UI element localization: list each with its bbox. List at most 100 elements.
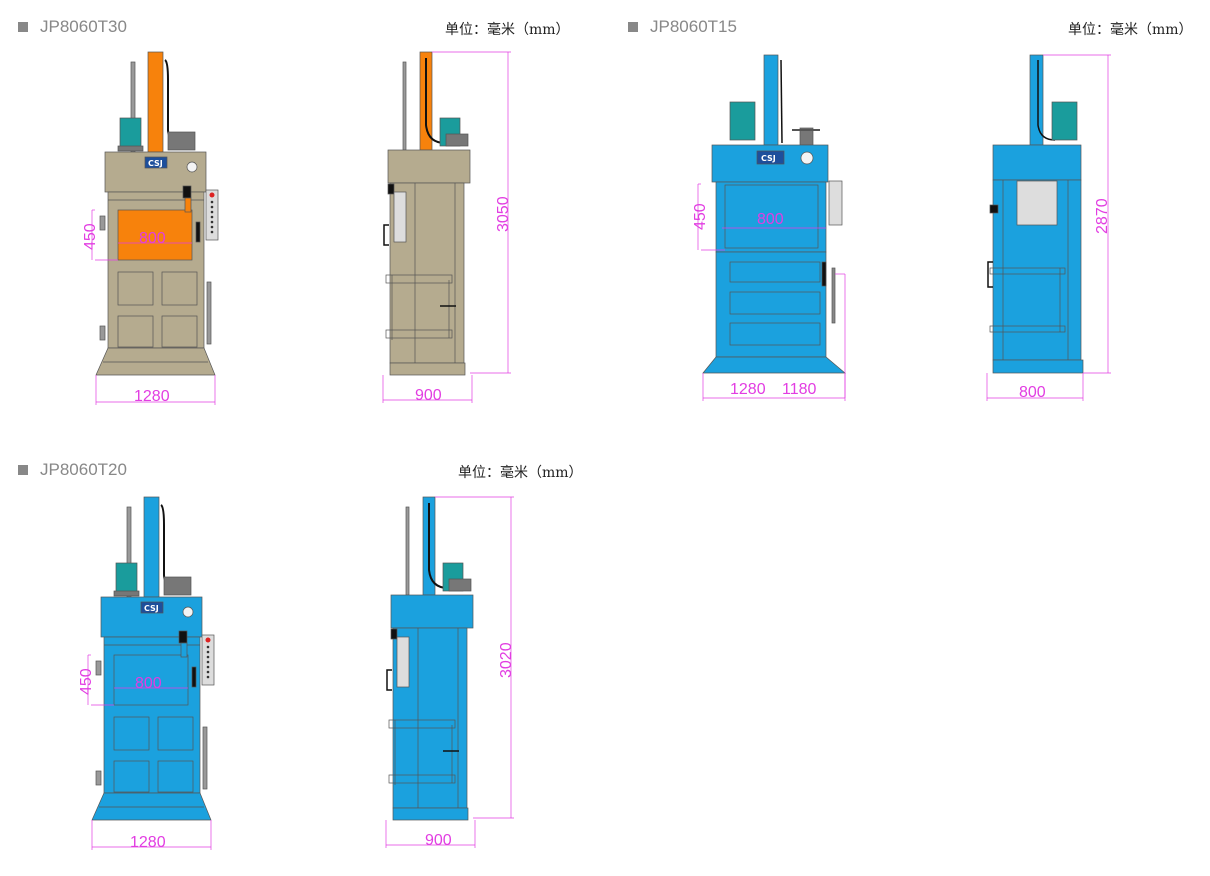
csj-logo-text: CSJ bbox=[761, 154, 776, 163]
door-handle bbox=[386, 669, 392, 691]
panel-button bbox=[206, 645, 210, 649]
model-name: JP8060T30 bbox=[40, 17, 127, 36]
panel bbox=[729, 261, 821, 283]
panel bbox=[113, 716, 150, 751]
handle-slot bbox=[195, 221, 201, 243]
panel-button bbox=[210, 215, 214, 219]
dim-height-side: 3020 bbox=[498, 642, 515, 678]
bullet-square-icon bbox=[628, 22, 638, 32]
door-handle bbox=[987, 261, 993, 288]
latch-block bbox=[182, 185, 192, 199]
panel-button bbox=[210, 205, 214, 209]
pressure-gauge bbox=[186, 161, 198, 173]
control-panel bbox=[1016, 180, 1058, 226]
side-view bbox=[385, 496, 514, 848]
dim-door-height: 450 bbox=[692, 203, 709, 230]
panel-button bbox=[206, 675, 210, 679]
frame-bar bbox=[989, 325, 1066, 333]
chain-guide bbox=[184, 197, 192, 213]
front-view bbox=[91, 51, 219, 405]
valve-block bbox=[163, 576, 192, 596]
section-title-t30: JP8060T30 bbox=[18, 17, 127, 37]
control-panel bbox=[828, 180, 843, 226]
panel-button bbox=[206, 670, 210, 674]
panel-button bbox=[206, 660, 210, 664]
bullet-square-icon bbox=[18, 22, 28, 32]
dim-depth-side: 800 bbox=[1019, 384, 1046, 401]
valve-block bbox=[445, 133, 469, 147]
dim-width-front-overlap: 1180 bbox=[782, 381, 817, 398]
front-view-t15 bbox=[697, 54, 846, 401]
pressure-gauge bbox=[182, 606, 194, 618]
motor-base bbox=[117, 145, 144, 152]
feed-door bbox=[117, 209, 193, 261]
hydraulic-hose bbox=[780, 59, 783, 144]
side-pipe bbox=[202, 726, 208, 790]
handle-slot bbox=[191, 666, 197, 688]
door-window bbox=[396, 636, 410, 688]
motor bbox=[1051, 101, 1078, 141]
latch-block bbox=[178, 630, 188, 644]
base bbox=[389, 362, 466, 376]
hydraulic-column bbox=[147, 51, 164, 153]
panel-button bbox=[210, 200, 214, 204]
panel-button bbox=[206, 650, 210, 654]
chain-guide bbox=[180, 642, 188, 658]
panel-button bbox=[210, 210, 214, 214]
valve-block bbox=[448, 578, 472, 592]
dim-door-height: 450 bbox=[78, 668, 95, 695]
control-panel bbox=[201, 634, 215, 686]
top-head bbox=[390, 594, 474, 629]
frame-bar bbox=[388, 774, 456, 784]
dim-width-front: 1280 bbox=[130, 834, 166, 851]
base bbox=[95, 347, 216, 376]
dim-height-side: 3050 bbox=[495, 196, 512, 232]
piston-rod bbox=[405, 506, 410, 596]
panel-button bbox=[206, 655, 210, 659]
dim-width-front: 1280 bbox=[134, 388, 170, 405]
door-hinge bbox=[99, 325, 106, 341]
unit-label: 单位：毫米（mm） bbox=[445, 22, 570, 38]
machine-body bbox=[715, 251, 827, 358]
door-frame bbox=[724, 184, 819, 249]
frame-bar bbox=[385, 274, 453, 284]
dim-door-width: 800 bbox=[757, 211, 784, 228]
panel bbox=[117, 271, 154, 306]
top-head bbox=[992, 144, 1082, 181]
panel-button bbox=[210, 230, 214, 234]
door-hinge bbox=[99, 215, 106, 231]
csj-logo-text: CSJ bbox=[144, 604, 159, 613]
csj-logo-text: CSJ bbox=[148, 159, 163, 168]
unit-label: 单位：毫米（mm） bbox=[458, 465, 583, 481]
feed-door bbox=[715, 181, 827, 253]
door-handle bbox=[383, 224, 389, 246]
frame-bar bbox=[385, 329, 453, 339]
pressure-gauge bbox=[800, 151, 814, 165]
model-name: JP8060T20 bbox=[40, 460, 127, 479]
bullet-square-icon bbox=[18, 465, 28, 475]
section-title-t20: JP8060T20 bbox=[18, 460, 127, 480]
piston-rod bbox=[402, 61, 407, 151]
motor bbox=[115, 562, 138, 594]
hydraulic-hose bbox=[164, 59, 177, 139]
base bbox=[91, 792, 212, 821]
csj-logo bbox=[144, 156, 168, 169]
panel-button bbox=[210, 225, 214, 229]
stop-button bbox=[205, 637, 211, 643]
front-view bbox=[87, 496, 215, 850]
handle-slot bbox=[821, 261, 827, 287]
dim-door-width: 800 bbox=[135, 675, 162, 692]
hydraulic-column bbox=[1029, 54, 1044, 146]
latch-block bbox=[387, 183, 395, 195]
motor bbox=[729, 101, 756, 141]
side-view bbox=[382, 51, 511, 403]
hydraulic-column bbox=[763, 54, 779, 146]
hydraulic-hose bbox=[160, 504, 173, 584]
base bbox=[992, 359, 1084, 374]
panel bbox=[161, 271, 198, 306]
panel bbox=[729, 322, 821, 346]
base bbox=[702, 356, 846, 374]
panel-button bbox=[210, 220, 214, 224]
panel bbox=[729, 291, 821, 315]
